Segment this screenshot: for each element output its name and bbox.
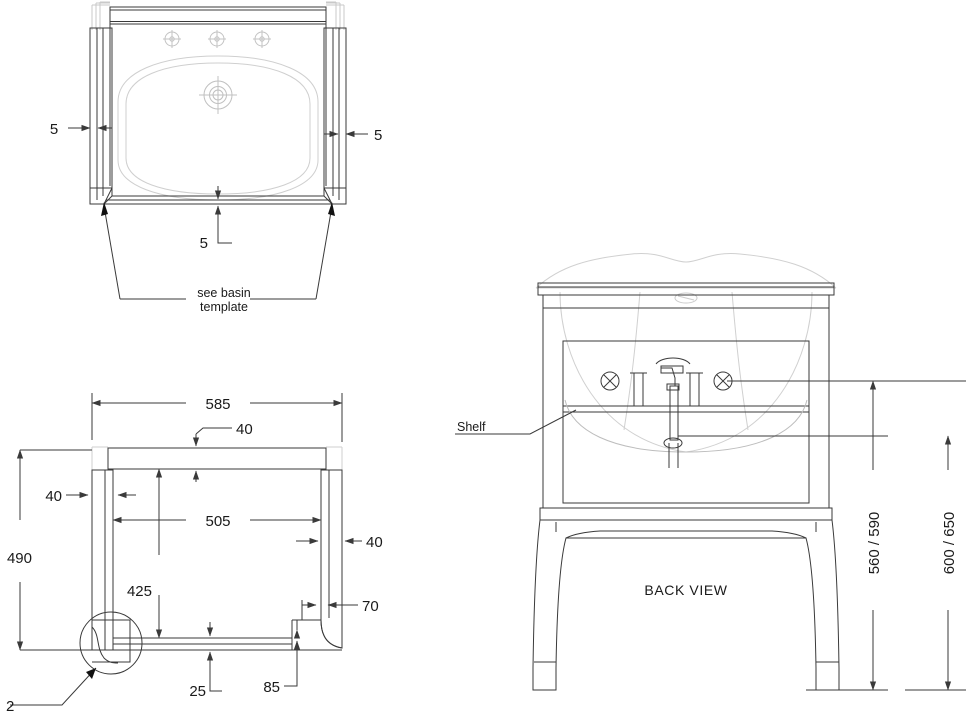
front-bottom-rail — [92, 637, 342, 651]
top-view-leader-arrows — [101, 202, 335, 216]
dim-label-560-590: 560 / 590 — [866, 512, 883, 575]
back-basin-bowl-curve — [564, 399, 808, 453]
back-dimension-lines — [678, 380, 966, 691]
top-view-carcass-corners — [91, 1, 345, 30]
dim-label-40-right: 40 — [366, 534, 383, 551]
back-shelf — [563, 405, 809, 413]
front-left-leg — [91, 469, 114, 651]
front-right-leg — [291, 469, 343, 651]
waste-outlet-symbol — [199, 76, 237, 114]
dim-label-top-front-5: 5 — [200, 235, 208, 252]
dim-70 — [301, 595, 358, 620]
shelf-label: Shelf — [457, 420, 486, 434]
dim-85 — [284, 620, 301, 687]
basin-template-note-line2: template — [200, 300, 248, 314]
supply-pipe-right — [686, 372, 703, 407]
dim-25 — [206, 622, 222, 692]
shelf-leader — [455, 409, 577, 435]
back-view-geometry — [455, 252, 966, 691]
dim-label-600-650: 600 / 650 — [941, 512, 958, 575]
dim-label-85: 85 — [263, 679, 280, 696]
top-view-right-leg — [323, 27, 347, 205]
back-view-label: BACK VIEW — [644, 582, 727, 598]
basin-outline-faint — [117, 55, 319, 201]
back-cabinet-body — [542, 294, 830, 509]
top-view-back-rail — [109, 6, 327, 25]
dim-label-585: 585 — [205, 396, 230, 413]
dim-top-front-5 — [214, 186, 232, 244]
front-elevation-geometry — [10, 393, 362, 706]
dim-585 — [91, 393, 343, 442]
front-top-rail — [107, 447, 327, 470]
dim-490 — [16, 449, 92, 651]
dim-label-505: 505 — [205, 513, 230, 530]
front-rail-end-faint — [91, 446, 343, 470]
back-legs-frame — [532, 519, 840, 691]
tap-hole-symbols — [163, 30, 271, 48]
dim-label-490: 490 — [7, 550, 32, 567]
top-view-deck — [90, 24, 346, 205]
top-view-geometry — [68, 1, 368, 300]
dim-label-40-top-rail: 40 — [236, 421, 253, 438]
front-detail-circle — [79, 611, 143, 675]
back-basin-faint-outline — [535, 252, 837, 453]
waste-trap — [655, 357, 691, 468]
top-view-left-leg — [89, 27, 113, 205]
front-detail-leader-arrow — [86, 668, 96, 679]
front-detail-leader — [10, 667, 97, 706]
back-basin-faint-label — [674, 292, 698, 304]
dim-label-top-right-5: 5 — [374, 127, 382, 144]
dim-40-left — [66, 470, 136, 650]
dim-label-70: 70 — [362, 598, 379, 615]
back-plinth — [539, 507, 833, 521]
dim-label-425: 425 — [127, 583, 152, 600]
dim-40-top-rail — [192, 427, 232, 482]
dim-label-detail-2: 2 — [6, 698, 14, 715]
basin-template-note-line1: see basin — [197, 286, 251, 300]
top-view-pedestal-outline — [103, 205, 333, 300]
dim-label-top-left-5: 5 — [50, 121, 58, 138]
dim-label-40-left: 40 — [45, 488, 62, 505]
dim-label-25: 25 — [189, 683, 206, 700]
angle-valve-left — [600, 371, 620, 391]
supply-pipe-left — [630, 372, 647, 407]
